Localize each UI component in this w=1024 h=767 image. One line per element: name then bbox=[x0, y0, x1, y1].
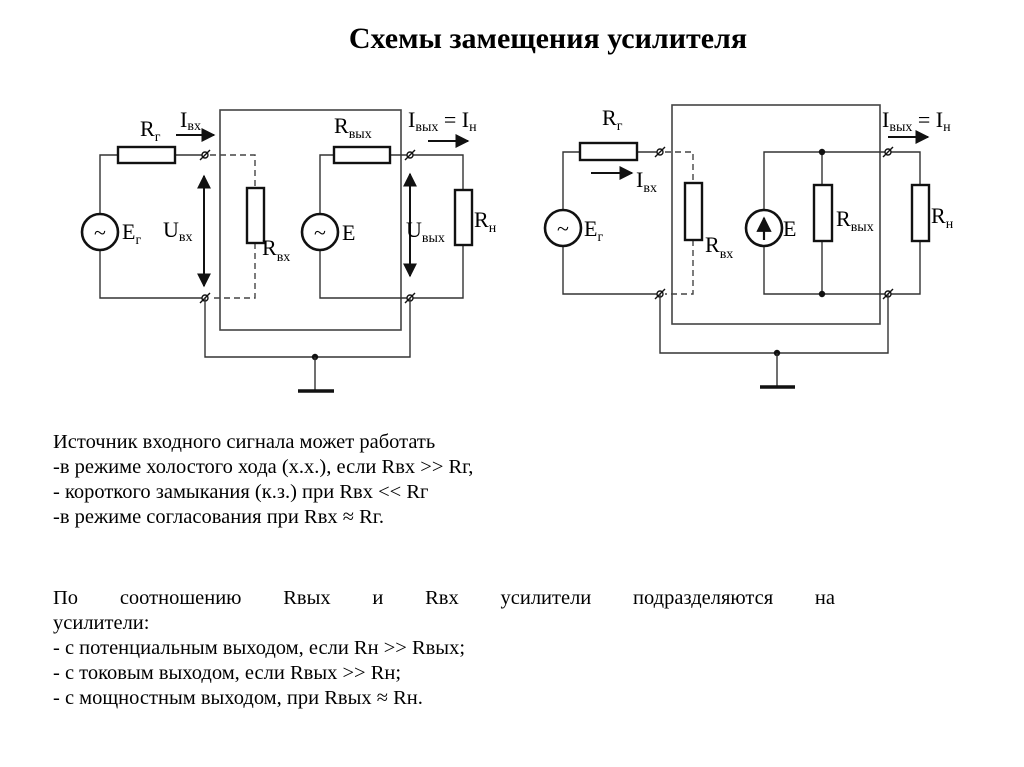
text-line: - с мощностным выходом, при Rвых ≈ Rн. bbox=[53, 687, 423, 709]
input-top-wire bbox=[99, 154, 205, 214]
text-line: -в режиме холостого хода (х.х.), если Rв… bbox=[53, 456, 474, 478]
node-bottom bbox=[818, 290, 826, 298]
label-rn: Rн bbox=[474, 207, 497, 236]
label-uvyx: Uвых bbox=[406, 217, 445, 246]
text-line: По соотношению Rвых и Rвх усилители подр… bbox=[53, 587, 835, 609]
resistor-rvx bbox=[245, 186, 266, 245]
resistor-rg bbox=[578, 141, 639, 162]
input-terminal-top bbox=[654, 146, 666, 158]
text-line: - короткого замыкания (к.з.) при Rвх << … bbox=[53, 481, 429, 503]
text-line: - с потенциальным выходом, если Rн >> Rв… bbox=[53, 637, 466, 659]
resistor-rg bbox=[116, 145, 177, 165]
ac-tilde-symbol: ~ bbox=[94, 220, 106, 245]
right-circuit: ~ Rг Iвх Eг Rвх E Rвых Iвых = Iн Rн bbox=[543, 104, 954, 389]
ground-bus bbox=[204, 298, 411, 358]
text-line: усилители: bbox=[53, 612, 150, 634]
resistor-rvyx bbox=[812, 183, 834, 243]
slide-title: Схемы замещения усилителя bbox=[348, 22, 748, 55]
label-eg: Eг bbox=[584, 216, 603, 245]
label-e: E bbox=[342, 220, 355, 245]
label-rvx: Rвх bbox=[262, 235, 290, 265]
resistor-rvyx bbox=[332, 145, 392, 165]
rvx-dashed-wire bbox=[665, 151, 694, 295]
label-rg: Rг bbox=[140, 116, 161, 145]
text-line: - с токовым выходом, если Rвых >> Rн; bbox=[53, 662, 402, 684]
resistor-rn bbox=[453, 188, 474, 247]
label-rvyx: Rвых bbox=[836, 206, 874, 235]
label-uvx: Uвх bbox=[163, 217, 193, 245]
ac-source-eg-icon bbox=[80, 212, 120, 252]
output-terminal-top bbox=[882, 146, 894, 158]
ac-tilde-symbol: ~ bbox=[314, 220, 326, 245]
input-terminal-top bbox=[199, 149, 211, 161]
label-rvx: Rвх bbox=[705, 232, 733, 262]
label-eg: Eг bbox=[122, 219, 141, 248]
amplifier-box bbox=[219, 109, 402, 331]
label-rg: Rг bbox=[602, 105, 623, 134]
label-ivyx-eq-in: Iвых = Iн bbox=[408, 107, 477, 135]
text-line: Источник входного сигнала может работать bbox=[53, 431, 436, 453]
label-ivyx-eq-in: Iвых = Iн bbox=[882, 107, 951, 135]
ac-source-e-icon bbox=[300, 212, 340, 252]
amplifier-types-text: По соотношению Rвых и Rвх усилители подр… bbox=[53, 586, 835, 711]
label-ivx: Iвх bbox=[636, 167, 657, 196]
input-bottom-wire bbox=[99, 250, 205, 299]
resistor-rn bbox=[910, 183, 931, 243]
left-circuit: ~ ~ Rг Iвх Eг Uвх Rвх Rвых E Iвых = bbox=[80, 107, 497, 393]
text-line: -в режиме согласования при Rвх ≈ Rг. bbox=[53, 506, 385, 528]
input-top-wire bbox=[562, 151, 660, 210]
ac-tilde-symbol: ~ bbox=[557, 216, 569, 241]
ac-source-eg-icon bbox=[543, 208, 583, 248]
amplifier-box bbox=[671, 104, 881, 325]
input-bottom-wire bbox=[562, 246, 660, 295]
resistor-rvx bbox=[683, 181, 704, 242]
label-rvyx: Rвых bbox=[334, 113, 372, 142]
node-top bbox=[818, 148, 826, 156]
source-modes-text: Источник входного сигнала может работать… bbox=[53, 430, 473, 530]
label-ivx: Iвх bbox=[180, 107, 201, 134]
label-e: E bbox=[783, 216, 796, 241]
output-terminal-top bbox=[404, 149, 416, 161]
rvx-dashed-wire bbox=[210, 154, 256, 299]
label-rn: Rн bbox=[931, 203, 954, 232]
